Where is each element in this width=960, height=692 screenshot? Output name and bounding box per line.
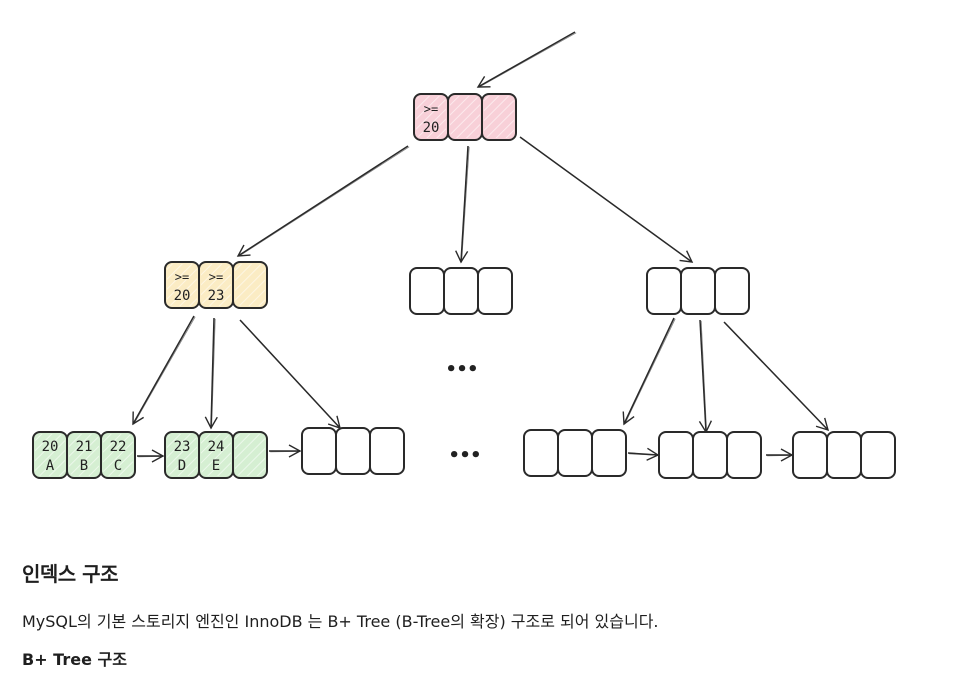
leaf-node-4-cell [591,429,627,477]
tree-edge-arrow [236,145,409,257]
hatch-fill [450,96,480,138]
cell-key-text: >= [424,102,438,116]
cell-value-text: 20 [423,120,440,136]
cell-key-text: 24 [208,439,225,455]
tree-edge-arrow [455,145,469,264]
tree-edge-arrow [132,315,195,426]
internal-node-3-cell [646,267,682,315]
cell-key-text: >= [175,270,189,284]
hatch-fill [167,264,197,306]
cell-value-text: 23 [208,288,225,304]
tree-edge-arrow [476,31,576,88]
tree-edge-arrow [627,447,660,461]
leaf-node-5-cell [726,431,762,479]
root-node: >= 20 [413,93,517,141]
cell-value-text: D [178,458,186,474]
leaf-node-5-cell [658,431,694,479]
tree-edge-sketch [211,318,216,429]
internal-node-1: >= 20 >= 23 [164,261,268,309]
leaf-node-4-cell [557,429,593,477]
hatch-fill [235,264,265,306]
ellipsis-marker: ••• [446,359,479,380]
hatch-fill [103,434,133,476]
subsection-heading: B+ Tree 구조 [22,650,127,669]
hatch-fill [416,96,446,138]
tree-edge-sketch [238,146,410,257]
cell-key-text: 22 [110,439,127,455]
article-content: 인덱스 구조 MySQL의 기본 스토리지 엔진인 InnoDB 는 B+ Tr… [22,556,942,674]
tree-edge-sketch [478,32,577,88]
tree-edges [132,31,830,463]
leaf-node-2: 23D 24E [164,431,268,479]
ellipsis-group: ••• ••• [446,359,482,466]
section-heading: 인덱스 구조 [22,562,118,586]
leaf-node-6-cell [792,431,828,479]
leaf-node-6-cell [826,431,862,479]
tree-edge-sketch [700,320,707,433]
internal-node-3 [646,267,750,315]
tree-edge-arrow [204,317,218,430]
cell-value-text: B [80,458,88,474]
section-paragraph: MySQL의 기본 스토리지 엔진인 InnoDB 는 B+ Tree (B-T… [22,612,659,631]
leaf-node-1: 20A 21B 22C [32,431,136,479]
tree-nodes: >= 20 >= 20 >= 23 20A 21B 22C 23D 24E [32,93,896,479]
leaf-node-6-cell [860,431,896,479]
leaf-node-3-cell [369,427,405,475]
hatch-fill [35,434,65,476]
internal-node-2-cell [477,267,513,315]
tree-edge-arrow [622,317,675,426]
hatch-fill [201,434,231,476]
b-plus-tree-diagram: >= 20 >= 20 >= 23 20A 21B 22C 23D 24E ••• ••• [32,31,896,479]
internal-node-3-cell [714,267,750,315]
hatch-fill [484,96,514,138]
hatch-fill [201,264,231,306]
internal-node-2 [409,267,513,315]
ellipsis-marker: ••• [449,445,482,466]
cell-value-text: A [46,458,55,474]
leaf-node-4 [523,429,627,477]
tree-edge-arrow [698,319,713,434]
tree-edge-sketch [133,316,196,425]
tree-edge-sketch [629,453,659,456]
leaf-node-3-cell [335,427,371,475]
cell-value-text: E [212,458,220,474]
internal-node-2-cell [443,267,479,315]
hatch-fill [235,434,265,476]
internal-node-3-cell [680,267,716,315]
hatch-fill [69,434,99,476]
leaf-node-3-cell [301,427,337,475]
cell-key-text: 20 [42,439,59,455]
leaf-node-4-cell [523,429,559,477]
leaf-node-5-cell [692,431,728,479]
cell-value-text: C [114,458,122,474]
cell-value-text: 20 [174,288,191,304]
cell-key-text: 21 [76,439,93,455]
leaf-node-6 [792,431,896,479]
tree-edge-sketch [724,322,829,431]
cell-key-text: >= [209,270,223,284]
tree-edge-sketch [240,320,341,429]
tree-edge-sketch [624,318,676,425]
leaf-node-5 [658,431,762,479]
internal-node-2-cell [409,267,445,315]
tree-edge-sketch [520,137,693,263]
cell-key-text: 23 [174,439,191,455]
leaf-node-3 [301,427,405,475]
tree-edge-sketch [461,146,470,263]
hatch-fill [167,434,197,476]
